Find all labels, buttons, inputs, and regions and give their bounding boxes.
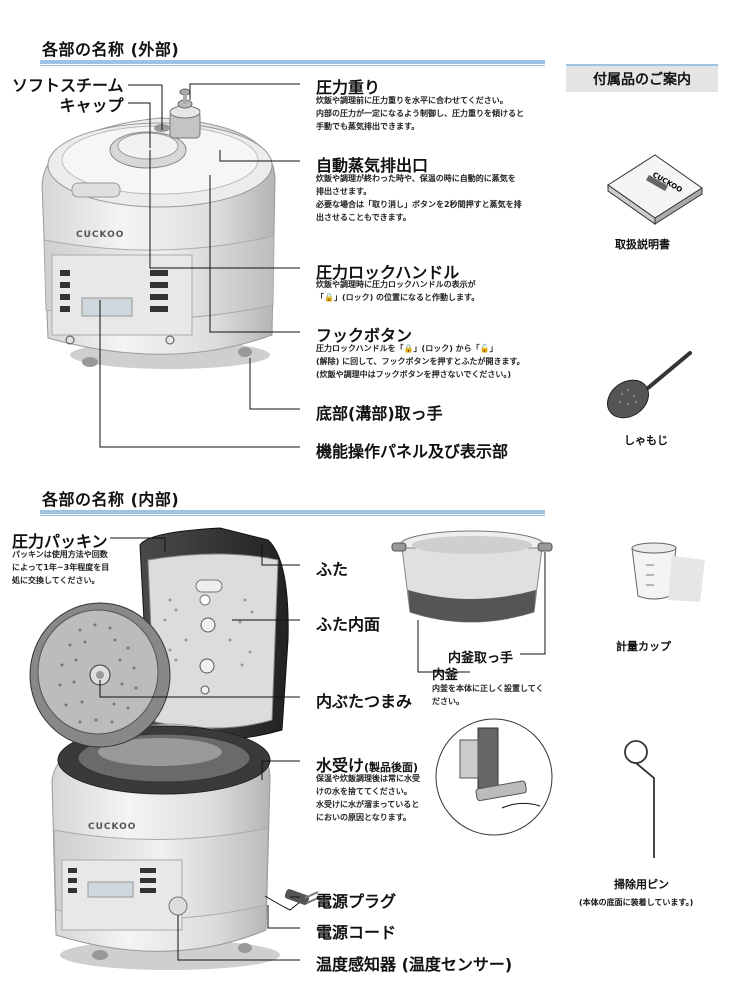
inner-pot-title: 内釜 [432,668,459,683]
exterior-section-title: 各部の名称 (外部) [42,40,180,59]
power-plug-label: 電源プラグ [316,892,397,911]
inner-pot-illustration [391,530,553,623]
pressure-weight-desc: 炊飯や調理前に圧力重りを水平に合わせてください。 内部の圧力が一定になるよう制御… [316,96,524,131]
accessory-manual-caption: 取扱説明書 [615,238,670,251]
accessory-cup-caption: 計量カップ [616,640,671,653]
lock-handle-title: 圧力ロックハンドル [316,263,460,282]
measuring-cup-illustration [631,542,705,602]
interior-section-rule [40,510,545,516]
accessory-paddle-caption: しゃもじ [624,434,668,447]
auto-steam-title: 自動蒸気排出口 [316,156,429,175]
water-tray-detail-illustration [435,718,553,836]
accessory-pin-note: (本体の底面に装着しています。) [579,898,694,907]
lid-label: ふた [316,560,349,579]
manual-book-illustration: CUCKOO [607,154,703,225]
cooker-exterior-illustration [41,88,276,369]
brand-logo-interior: CUCKOO [88,822,137,832]
inner-pot-desc: 内釜を本体に正しく設置してく ださい。 [432,684,544,706]
accessories-title: 付属品のご案内 [566,64,718,92]
brand-logo-exterior: CUCKOO [76,230,125,240]
inner-pot-handle-label: 内釜取っ手 [448,651,514,666]
rice-paddle-illustration [607,351,692,419]
water-tray-desc: 保温や炊飯調理後は常に水受 けの水を捨ててください。 水受けに水が溜まっていると… [316,774,420,822]
lock-handle-desc: 炊飯や調理時に圧力ロックハンドルの表示が 「🔒」(ロック) の位置になると作動し… [316,280,480,302]
power-cord-label: 電源コード [316,923,397,942]
cleaning-pin-illustration [624,740,655,858]
gasket-desc: パッキンは使用方法や回数 によって1年~3年程度を目 処に交換してください。 [12,550,110,585]
inner-lid-knob-label: 内ぶたつまみ [316,692,413,711]
bottom-handle-label: 底部(溝部)取っ手 [316,404,443,423]
interior-section-title: 各部の名称 (内部) [42,490,180,509]
hook-button-title: フックボタン [316,326,413,345]
auto-steam-desc: 炊飯や調理が終わった時や、保温の時に自動的に蒸気を 排出させます。 必要な場合は… [316,174,522,222]
water-tray-title: 水受け(製品後面) [316,752,418,776]
gasket-title: 圧力パッキン [12,532,108,551]
cooker-interior-illustration [51,527,321,970]
pressure-weight-title: 圧力重り [316,78,381,97]
hook-button-desc: 圧力ロックハンドルを「🔒」(ロック) から「🔓」 (解除) に回して、フックボタ… [316,344,525,379]
control-panel-label: 機能操作パネル及び表示部 [316,442,509,461]
accessory-pin-caption: 掃除用ピン [614,878,669,891]
lid-inner-label: ふた内面 [316,615,381,634]
water-tray-title-text: 水受け [316,756,365,775]
temp-sensor-label: 温度感知器 (温度センサー) [316,955,513,974]
water-tray-suffix: (製品後面) [364,761,419,774]
soft-steam-cap-label: ソフトスチーム キャップ [12,76,124,115]
exterior-section-rule [40,60,545,66]
inner-lid-illustration [29,602,171,748]
